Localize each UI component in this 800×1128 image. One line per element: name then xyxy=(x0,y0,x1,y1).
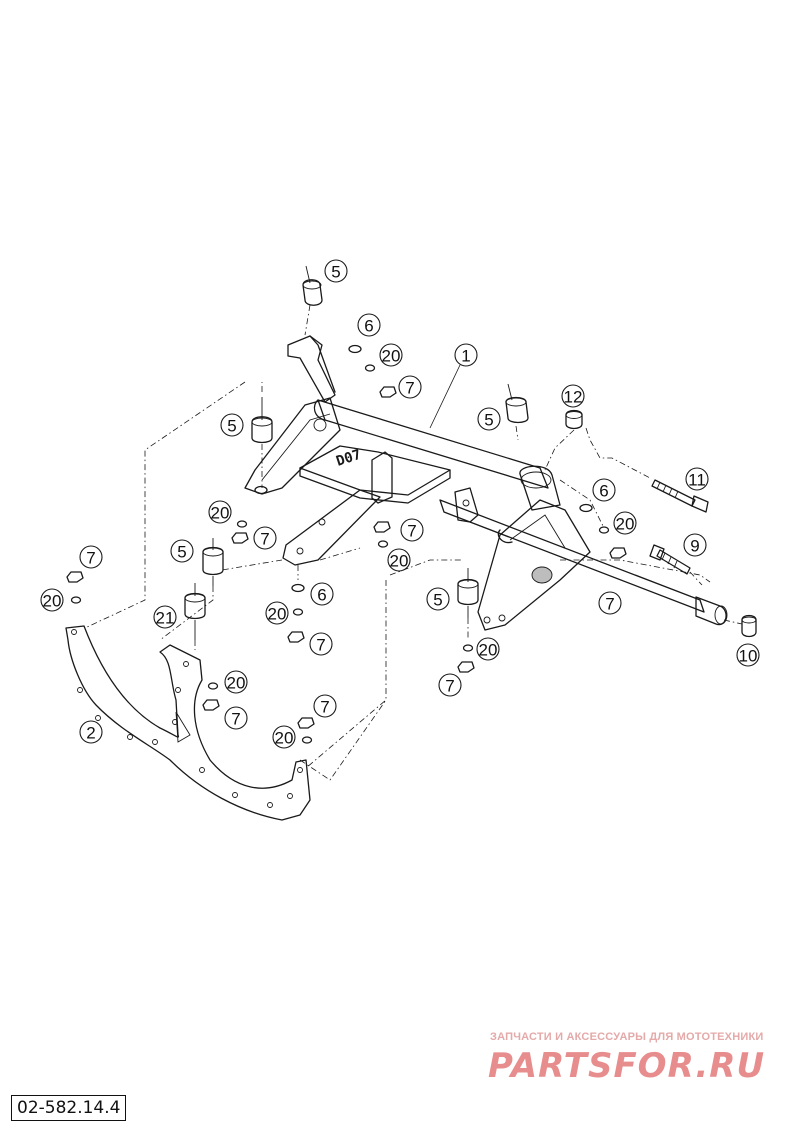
svg-text:20: 20 xyxy=(390,552,409,571)
svg-text:7: 7 xyxy=(445,677,454,696)
rubber-mount-right-upper xyxy=(505,383,529,424)
svg-text:11: 11 xyxy=(688,471,706,490)
callout-12: 12 xyxy=(561,384,585,408)
svg-text:5: 5 xyxy=(331,263,340,282)
callouts: 1 2 5 5 5 5 5 6 6 6 7 7 7 7 7 7 7 7 7 9 … xyxy=(40,259,760,749)
rubber-mount-left-upper xyxy=(251,397,273,444)
bolt-part-11 xyxy=(651,479,709,513)
svg-text:7: 7 xyxy=(605,595,614,614)
engine-plate-part xyxy=(65,625,311,821)
svg-text:20: 20 xyxy=(382,347,401,366)
callout-20-left-upper: 20 xyxy=(208,500,232,524)
svg-text:1: 1 xyxy=(461,347,470,366)
callout-7-center: 7 xyxy=(309,632,333,656)
svg-text:7: 7 xyxy=(405,379,414,398)
svg-text:20: 20 xyxy=(227,674,246,693)
svg-text:2: 2 xyxy=(86,724,95,743)
callout-9: 9 xyxy=(683,533,707,557)
svg-text:7: 7 xyxy=(86,549,95,568)
callout-20-center-upper: 20 xyxy=(387,548,411,572)
spacer-part-12 xyxy=(565,409,583,430)
bolt-part-9 xyxy=(649,544,691,575)
svg-text:10: 10 xyxy=(739,647,758,666)
cap-part-10 xyxy=(741,614,757,638)
callout-7-top: 7 xyxy=(398,375,422,399)
callout-6-top: 6 xyxy=(357,313,381,337)
callout-20-center: 20 xyxy=(265,601,289,625)
svg-text:9: 9 xyxy=(690,537,699,556)
callout-5-left-upper: 5 xyxy=(220,413,244,437)
callout-1: 1 xyxy=(454,343,478,367)
callout-6-center: 6 xyxy=(310,582,334,606)
callout-7-mid-lower: 7 xyxy=(224,706,248,730)
callout-5-right-lower: 5 xyxy=(426,587,450,611)
svg-text:7: 7 xyxy=(231,710,240,729)
callout-6-right: 6 xyxy=(592,478,616,502)
callout-7-left-far: 7 xyxy=(79,545,103,569)
svg-text:20: 20 xyxy=(275,729,294,748)
callout-7-center-upper: 7 xyxy=(400,518,424,542)
callout-5-top: 5 xyxy=(324,259,348,283)
svg-text:20: 20 xyxy=(43,592,62,611)
rubber-mount-top xyxy=(302,265,323,306)
watermark-brand-logo: PARTSFOR.RU xyxy=(488,1046,766,1086)
callout-20-top: 20 xyxy=(379,343,403,367)
svg-text:7: 7 xyxy=(260,530,269,549)
callout-20-left-far: 20 xyxy=(40,588,64,612)
callout-5-right-upper: 5 xyxy=(477,407,501,431)
svg-text:7: 7 xyxy=(407,522,416,541)
callout-7-bottom: 7 xyxy=(313,694,337,718)
svg-text:6: 6 xyxy=(317,586,326,605)
callout-7-right: 7 xyxy=(598,591,622,615)
callout-21: 21 xyxy=(153,605,177,629)
svg-text:6: 6 xyxy=(364,317,373,336)
svg-text:12: 12 xyxy=(564,388,583,407)
rubber-mount-right-lower xyxy=(457,568,479,618)
callout-20-mid-lower: 20 xyxy=(224,670,248,694)
callout-7-right-lower: 7 xyxy=(438,673,462,697)
svg-text:20: 20 xyxy=(211,504,230,523)
svg-text:20: 20 xyxy=(268,605,287,624)
fastener-group xyxy=(66,344,627,744)
svg-text:20: 20 xyxy=(479,641,498,660)
assembly-guide-lines xyxy=(84,304,743,781)
callout-2: 2 xyxy=(79,720,103,744)
main-frame-part xyxy=(244,335,728,631)
svg-text:5: 5 xyxy=(433,591,442,610)
svg-text:5: 5 xyxy=(177,543,186,562)
callout-20-right: 20 xyxy=(613,511,637,535)
callout-10: 10 xyxy=(736,643,760,667)
callout-20-bottom: 20 xyxy=(272,725,296,749)
svg-text:7: 7 xyxy=(316,636,325,655)
watermark-tagline: ЗАПЧАСТИ И АКСЕССУАРЫ ДЛЯ МОТОТЕХНИКИ xyxy=(490,1031,764,1043)
svg-text:5: 5 xyxy=(227,417,236,436)
callout-5-left-lower: 5 xyxy=(170,539,194,563)
rubber-mount-center-lower xyxy=(184,583,206,640)
svg-text:20: 20 xyxy=(616,515,635,534)
callout-7-left-upper: 7 xyxy=(253,526,277,550)
svg-text:6: 6 xyxy=(599,482,608,501)
svg-text:7: 7 xyxy=(320,698,329,717)
rubber-mount-left-lower xyxy=(202,538,224,586)
callout-20-right-lower: 20 xyxy=(476,637,500,661)
svg-text:21: 21 xyxy=(156,609,175,628)
svg-text:5: 5 xyxy=(484,411,493,430)
callout-11: 11 xyxy=(685,467,709,491)
frame-stamp: D07 xyxy=(334,447,363,470)
document-number: 02-582.14.4 xyxy=(11,1095,127,1121)
